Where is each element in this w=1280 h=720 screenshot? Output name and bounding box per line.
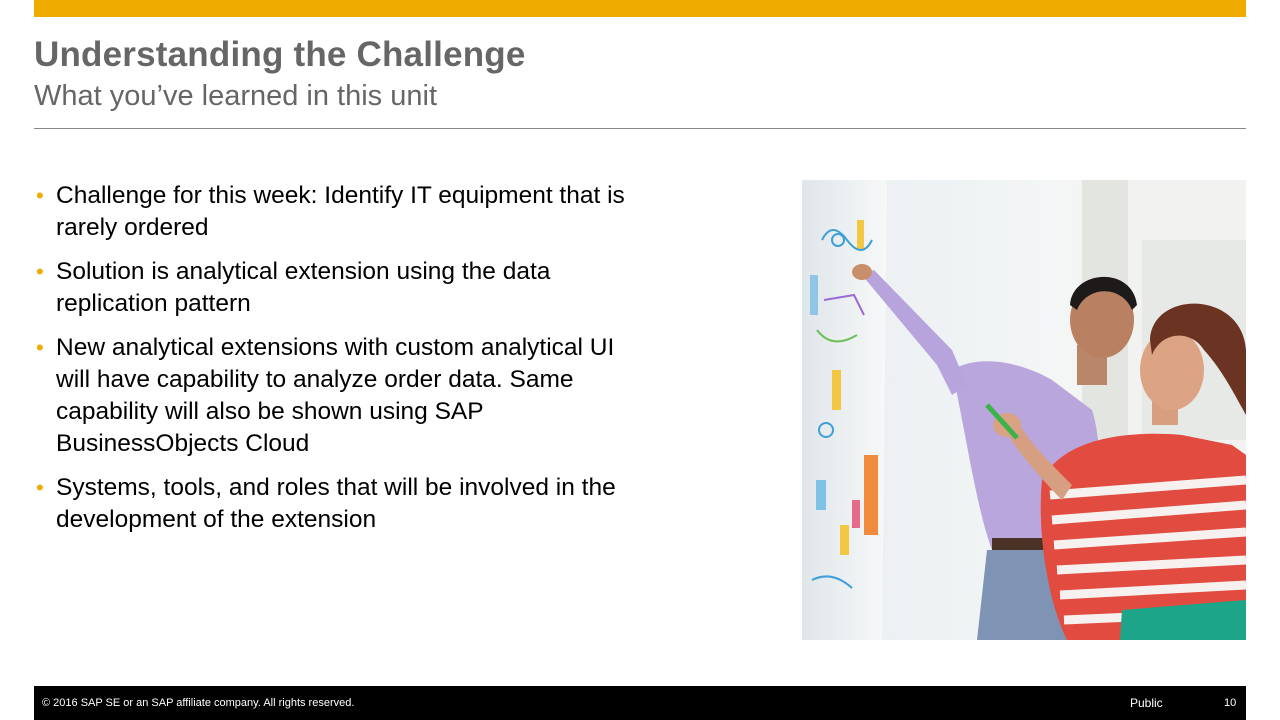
copyright-text: © 2016 SAP SE or an SAP affiliate compan… <box>42 697 355 709</box>
bullet-text: Solution is analytical extension using t… <box>56 258 551 317</box>
page-number: 10 <box>1224 697 1237 709</box>
bullet-item: • New analytical extensions with custom … <box>36 332 626 460</box>
footer-bar: © 2016 SAP SE or an SAP affiliate compan… <box>34 686 1246 720</box>
bullet-item: • Systems, tools, and roles that will be… <box>36 472 626 536</box>
bullet-icon: • <box>36 183 44 208</box>
bullet-item: • Solution is analytical extension using… <box>36 256 626 320</box>
bullet-icon: • <box>36 335 44 360</box>
bullet-item: • Challenge for this week: Identify IT e… <box>36 180 626 244</box>
slide-subtitle: What you’ve learned in this unit <box>34 80 437 112</box>
classification-label: Public <box>1130 696 1163 710</box>
bullet-list: • Challenge for this week: Identify IT e… <box>36 180 626 548</box>
bullet-icon: • <box>36 475 44 500</box>
title-divider <box>34 128 1246 129</box>
people-at-whiteboard-photo <box>802 180 1246 640</box>
accent-bar <box>34 0 1246 17</box>
bullet-text: New analytical extensions with custom an… <box>56 334 615 457</box>
slide-title: Understanding the Challenge <box>34 35 526 74</box>
bullet-text: Challenge for this week: Identify IT equ… <box>56 182 625 241</box>
bullet-text: Systems, tools, and roles that will be i… <box>56 474 616 533</box>
bullet-icon: • <box>36 259 44 284</box>
